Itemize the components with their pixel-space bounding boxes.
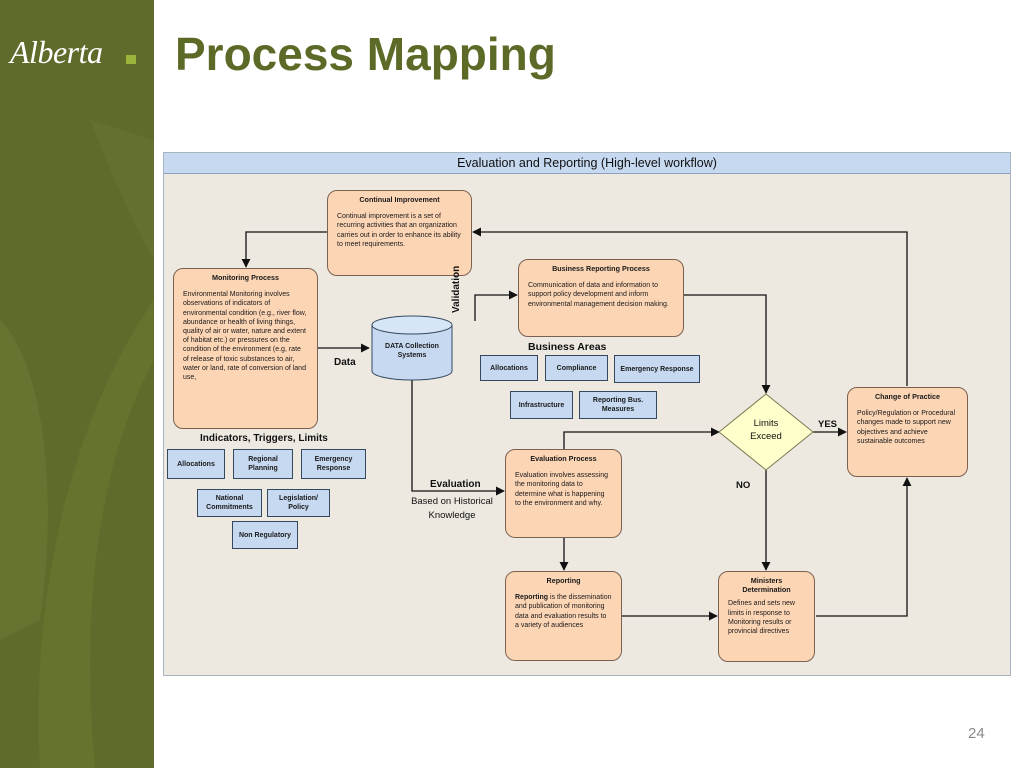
indicator-regional-planning: Regional Planning [233, 449, 293, 479]
reporting-title: Reporting [546, 576, 581, 585]
indicator-allocations: Allocations [167, 449, 225, 479]
workflow-diagram: Evaluation and Reporting (High-level wor… [163, 152, 1011, 676]
page-number: 24 [968, 725, 985, 742]
connector-loop-to-ci [472, 227, 908, 386]
change-of-practice-title: Change of Practice [874, 392, 941, 401]
ministers-determination-title: Ministers Determination [742, 576, 791, 595]
validation-label: Validation [451, 265, 462, 313]
change-of-practice-box: Change of Practice Policy/Regulation or … [847, 387, 968, 477]
business-area-compliance: Compliance [545, 355, 608, 381]
continual-improvement-body: Continual improvement is a set of recurr… [337, 213, 461, 248]
data-label: Data [334, 357, 356, 368]
connector-business-to-decision [684, 294, 771, 394]
indicators-heading: Indicators, Triggers, Limits [200, 433, 328, 444]
sidebar-decoration [0, 120, 154, 768]
business-reporting-box: Business Reporting Process Communication… [518, 259, 684, 337]
business-areas-heading: Business Areas [528, 341, 607, 353]
business-area-infrastructure: Infrastructure [510, 391, 573, 419]
monitoring-process-body: Environmental Monitoring involves observ… [183, 291, 307, 382]
business-area-allocations: Allocations [480, 355, 538, 381]
no-label: NO [736, 480, 751, 491]
connector-lines [241, 227, 912, 621]
indicator-emergency-response: Emergency Response [301, 449, 366, 479]
evaluation-process-box: Evaluation Process Evaluation involves a… [505, 449, 622, 538]
diagram-header: Evaluation and Reporting (High-level wor… [164, 153, 1010, 174]
connector-ci-to-monitoring [241, 231, 328, 268]
continual-improvement-box: Continual Improvement Continual improvem… [327, 190, 472, 276]
decision-label: Limits Exceed [750, 418, 782, 442]
indicator-non-regulatory: Non Regulatory [232, 521, 298, 549]
ministers-determination-body: Defines and sets new limits in response … [728, 600, 795, 636]
business-area-emergency-response: Emergency Response [614, 355, 700, 383]
page-title: Process Mapping [175, 28, 556, 80]
evaluation-process-title: Evaluation Process [530, 454, 597, 463]
reporting-box: Reporting Reporting is the dissemination… [505, 571, 622, 661]
yes-label: YES [818, 419, 838, 430]
business-reporting-title: Business Reporting Process [552, 264, 650, 273]
evaluation-label: Evaluation [430, 479, 481, 490]
data-collection-cylinder [371, 315, 453, 381]
reporting-body-text: is the dissemination and publication of … [515, 594, 612, 629]
alberta-logo: Alberta [10, 34, 103, 70]
business-reporting-body: Communication of data and information to… [528, 282, 669, 308]
continual-improvement-title: Continual Improvement [359, 195, 440, 204]
indicator-national-commitments: National Commitments [197, 489, 262, 517]
sidebar-band: Alberta [0, 0, 154, 768]
ministers-determination-box: Ministers Determination Defines and sets… [718, 571, 815, 662]
monitoring-process-title: Monitoring Process [211, 273, 280, 282]
connector-ministers-to-change [816, 477, 912, 617]
data-collection-label: DATA Collection Systems [385, 343, 439, 359]
connector-data-to-evaluation [411, 380, 505, 496]
reporting-body: Reporting is the dissemination and publi… [515, 593, 612, 630]
business-area-reporting-measures: Reporting Bus. Measures [579, 391, 657, 419]
indicator-legislation-policy: Legislation/ Policy [267, 489, 330, 517]
connector-evaluation-to-decision [563, 427, 720, 449]
evaluation-subtitle: Based on Historical Knowledge [411, 496, 493, 521]
monitoring-process-box: Monitoring Process Environmental Monitor… [173, 268, 318, 429]
evaluation-process-body: Evaluation involves assessing the monito… [515, 472, 608, 507]
decision-diamond [718, 393, 814, 471]
reporting-body-term: Reporting [515, 594, 549, 602]
connector-validation [474, 290, 518, 321]
change-of-practice-body: Policy/Regulation or Procedural changes … [857, 410, 956, 445]
logo-mark [126, 55, 136, 64]
